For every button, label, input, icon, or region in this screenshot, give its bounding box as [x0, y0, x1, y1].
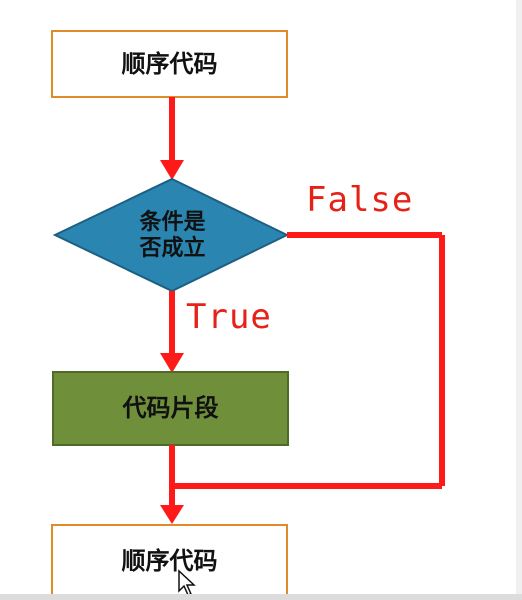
- false-label: False: [306, 180, 414, 220]
- bottom-code-label: 顺序代码: [121, 546, 218, 575]
- right-edge-strip: [516, 0, 522, 600]
- arrowhead-true-branch: [160, 353, 184, 373]
- bottom-edge-strip: [0, 594, 522, 600]
- true-label: True: [186, 297, 272, 337]
- process-box-top: [51, 30, 288, 98]
- condition-line-2: 否成立: [139, 236, 206, 261]
- condition-line-1: 条件是: [139, 209, 206, 235]
- top-code-label: 顺序代码: [121, 49, 218, 78]
- arrowhead-top-to-condition: [160, 160, 184, 180]
- process-box-bottom: [51, 524, 288, 598]
- code-fragment-label: 代码片段: [122, 394, 219, 423]
- arrowhead-to-bottom-box: [160, 505, 184, 524]
- condition-label: 条件是 否成立: [100, 195, 245, 277]
